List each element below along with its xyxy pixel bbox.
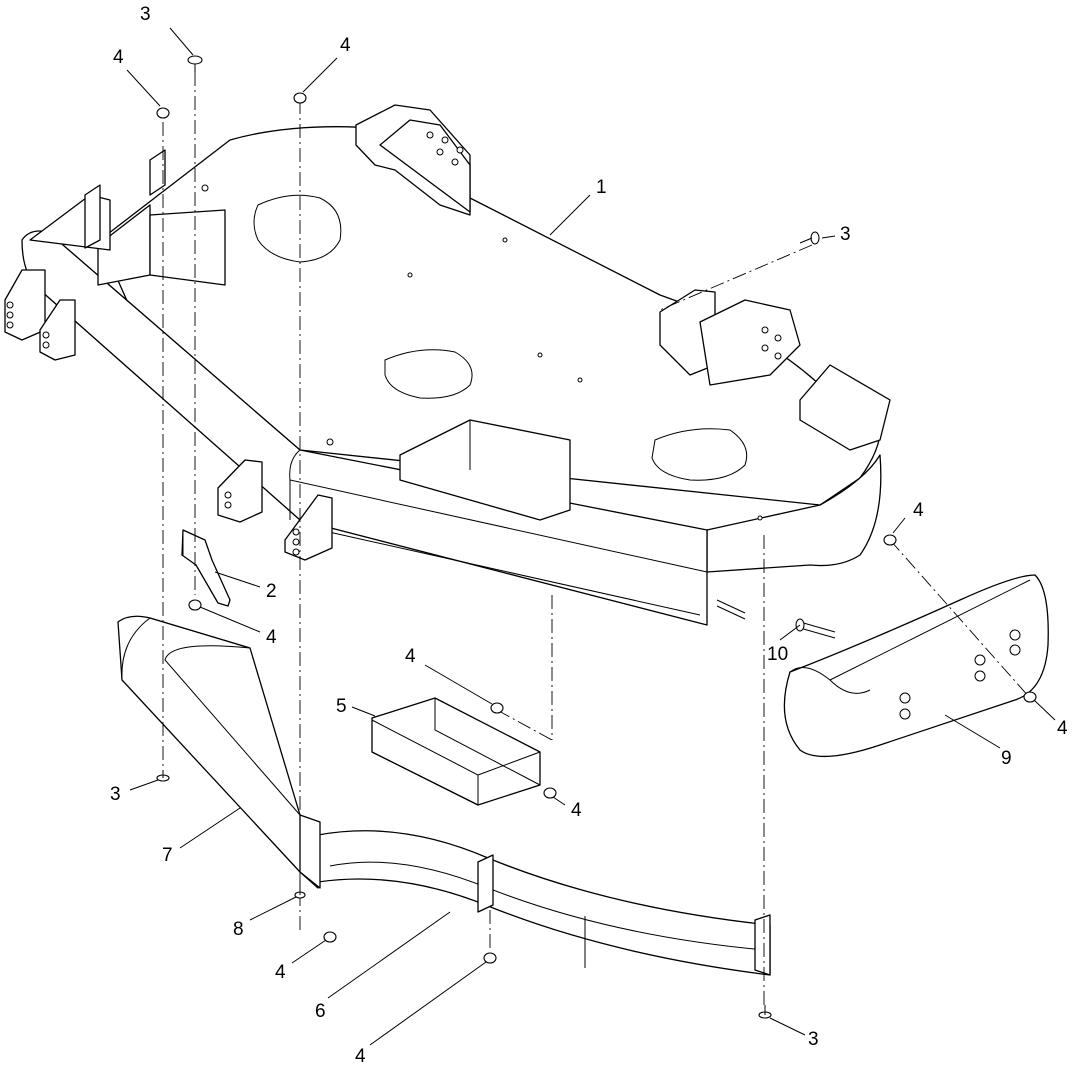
carriage-bolt-icon [156, 55, 820, 1019]
callout-labels: 3 4 4 1 3 4 2 4 4 5 4 4 10 9 3 7 8 4 6 4… [110, 4, 1068, 1067]
callout-8: 8 [233, 919, 244, 940]
callout-3-bottom-right: 3 [808, 1029, 819, 1050]
part-2-bracket [181, 529, 231, 607]
callout-3-left: 3 [110, 784, 121, 805]
flange-nut-icon [156, 92, 1037, 964]
assembly-centerlines [162, 72, 1031, 1005]
callout-4-center: 4 [405, 646, 416, 667]
part-5-channel [371, 697, 541, 806]
callout-6: 6 [315, 1001, 326, 1022]
part-10-pin [716, 599, 836, 639]
hardware [156, 55, 1037, 1019]
leader-lines [126, 27, 1056, 1046]
callout-4-left-mid: 4 [266, 627, 277, 648]
front-frame-tube [21, 230, 708, 626]
callout-4-right: 4 [913, 500, 924, 521]
callout-4-far-right: 4 [1057, 718, 1068, 739]
shoulder-bolt-icon [294, 880, 306, 899]
part-6-deck-skirt [317, 830, 771, 976]
rear-hitch-plates [355, 104, 891, 451]
bolt-pattern [426, 131, 782, 360]
callout-2: 2 [266, 581, 277, 602]
callout-3-right: 3 [840, 224, 851, 245]
part-7-baffle [117, 615, 321, 889]
callout-9: 9 [1001, 748, 1012, 769]
callout-1: 1 [596, 177, 607, 198]
callout-10: 10 [767, 644, 788, 665]
callout-3-top: 3 [140, 4, 151, 25]
callout-7: 7 [162, 845, 173, 866]
callout-4-top-center: 4 [340, 35, 351, 56]
callout-4-bottom: 4 [355, 1046, 366, 1067]
deck-brackets [29, 149, 571, 521]
callout-4-top-left: 4 [113, 47, 124, 68]
callout-4-lower-center: 4 [571, 800, 582, 821]
callout-4-bottom-left: 4 [275, 962, 286, 983]
part-9-chute [783, 574, 1049, 758]
left-hitch-plates [4, 269, 333, 561]
callout-5: 5 [336, 696, 347, 717]
